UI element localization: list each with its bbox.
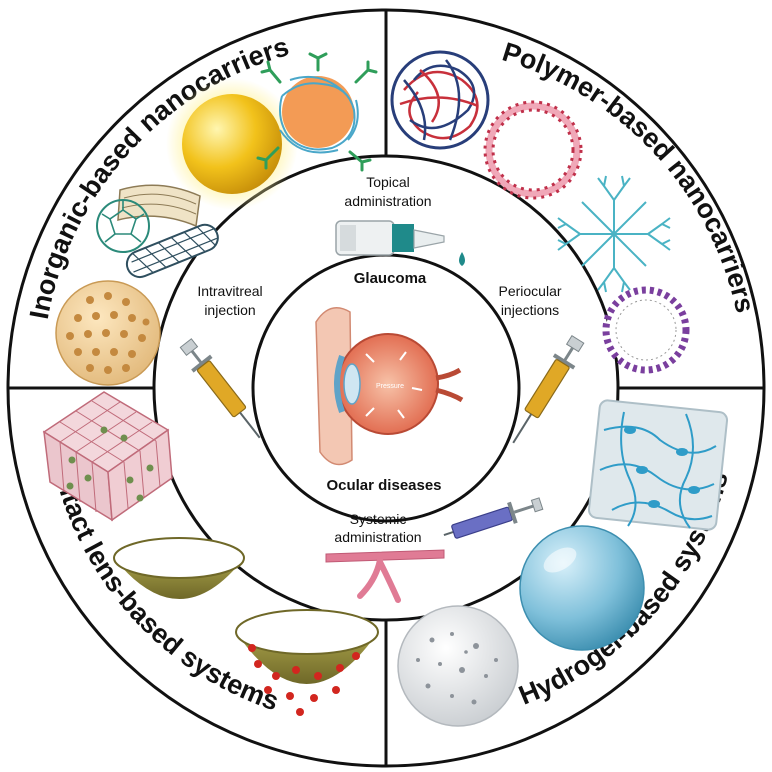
syringe-right-icon — [512, 335, 585, 444]
eye-pressure-label: Pressure — [376, 383, 404, 390]
label-systemic-2: administration — [334, 529, 421, 545]
gold-nanoparticle-icon — [166, 78, 298, 210]
dendritic-polymer-nanoparticle-icon — [256, 52, 378, 172]
label-ocular-diseases: Ocular diseases — [326, 477, 441, 494]
micelle-icon — [602, 286, 690, 374]
label-topical-2: administration — [344, 193, 431, 209]
hydrogel-network-icon — [587, 399, 729, 531]
contact-lens-empty-icon — [113, 537, 245, 599]
syringe-left-icon — [179, 338, 261, 439]
graphene-sheet-icon — [117, 184, 201, 228]
label-systemic-1: Systemic — [350, 511, 407, 527]
label-periocular-2: injections — [501, 302, 559, 318]
eye-drop-bottle-icon — [335, 220, 465, 266]
label-periocular-1: Periocular — [498, 283, 561, 299]
liposome-icon — [483, 100, 583, 200]
label-topical-1: Topical — [366, 174, 410, 190]
hydrogel-sphere-porous-icon — [397, 605, 519, 727]
mesh-lattice-icon — [42, 391, 173, 522]
label-polymer: Polymer-based nanocarriers — [499, 37, 760, 316]
carbon-nanotube-icon — [125, 223, 219, 279]
label-intravitreal-1: Intravitreal — [197, 283, 262, 299]
hydrogel-sphere-blue-icon — [519, 525, 645, 651]
label-glaucoma: Glaucoma — [354, 270, 427, 287]
contact-lens-loaded-icon — [235, 609, 379, 716]
polymer-nanoparticle-icon — [390, 50, 490, 150]
syringe-systemic-icon — [443, 497, 544, 539]
label-intravitreal-2: injection — [204, 302, 255, 318]
fullerene-icon — [96, 199, 150, 253]
eye-cross-section-icon: Pressure — [315, 307, 464, 466]
mesoporous-silica-icon — [55, 280, 161, 386]
blood-vessel-icon — [325, 549, 445, 603]
dendrimer-icon — [557, 175, 671, 293]
